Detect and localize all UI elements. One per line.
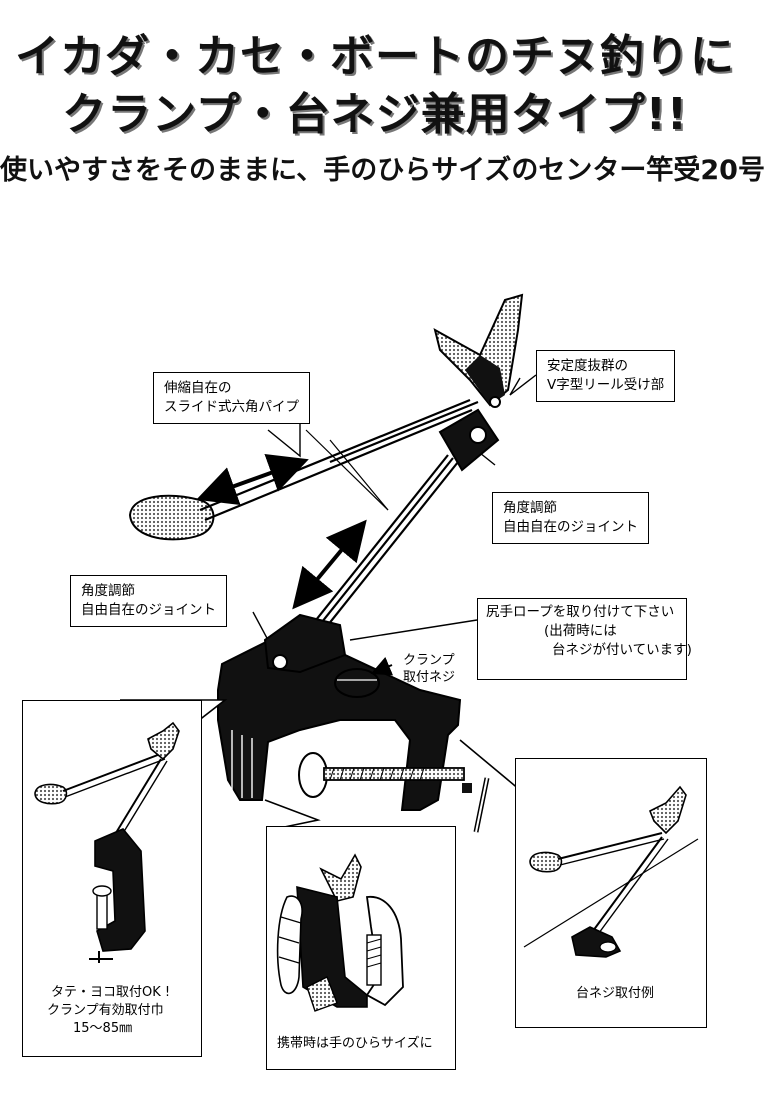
panel-center-drawing: [276, 853, 404, 1012]
panel-vertical-mount: タテ・ヨコ取付OK ! クランプ有効取付巾 15〜85㎜: [22, 700, 202, 1057]
headline-line1: イカダ・カセ・ボートのチヌ釣りに: [15, 31, 735, 82]
callout-pipe: 伸縮自在の スライド式六角パイプ: [153, 372, 310, 424]
callout-text: 角度調節: [503, 500, 557, 516]
extend-arrow-lower: [292, 519, 367, 610]
callout-joint-upper: 角度調節 自由自在のジョイント: [492, 492, 649, 544]
headline-subtitle: 使いやすさをそのままに、手のひらサイズのセンター竿受20号: [0, 155, 765, 186]
callout-joint-lower: 角度調節 自由自在のジョイント: [70, 575, 227, 627]
rope-note-2: 台ネジが付いています): [552, 642, 692, 658]
rear-rest-pad: [128, 494, 215, 541]
callout-text: V字型リール受け部: [547, 377, 665, 393]
callout-text: 角度調節: [81, 583, 135, 599]
clamp-screw: [323, 767, 465, 781]
panel-left-line3: 15〜85㎜: [73, 1021, 133, 1036]
label-text: 取付ネジ: [403, 670, 456, 685]
callout-text: スライド式六角パイプ: [164, 399, 299, 415]
label-clamp-screw: クランプ 取付ネジ: [403, 652, 455, 686]
extend-arrow-upper: [196, 453, 309, 506]
panel-center-caption: 携帯時は手のひらサイズに: [277, 1036, 433, 1051]
headline-line2: クランプ・台ネジ兼用タイプ!!: [62, 89, 688, 140]
panel-right-caption: 台ネジ取付例: [576, 986, 655, 1001]
rope-note-1: (出荷時には: [544, 623, 617, 639]
callout-text: 安定度抜群の: [547, 358, 628, 374]
clamp-body: [217, 638, 462, 811]
callout-rope: 尻手ロープを取り付けて下さい (出荷時には 台ネジが付いています): [477, 598, 692, 680]
label-text: クランプ: [403, 653, 455, 668]
panel-portable: 携帯時は手のひらサイズに: [266, 826, 456, 1070]
callout-text: 自由自在のジョイント: [81, 602, 216, 618]
panel-left-drawing: [34, 721, 180, 963]
callout-v-holder: 安定度抜群の V字型リール受け部: [536, 350, 676, 402]
rope-title: 尻手ロープを取り付けて下さい: [486, 604, 675, 620]
panel-base-screw: 台ネジ取付例: [515, 758, 707, 1028]
panel-left-line1: タテ・ヨコ取付OK !: [51, 985, 171, 1000]
callout-text: 伸縮自在の: [164, 380, 232, 396]
callout-text: 自由自在のジョイント: [503, 519, 638, 535]
panel-left-line2: クランプ有効取付巾: [47, 1003, 164, 1018]
panel-right-drawing: [523, 785, 699, 958]
